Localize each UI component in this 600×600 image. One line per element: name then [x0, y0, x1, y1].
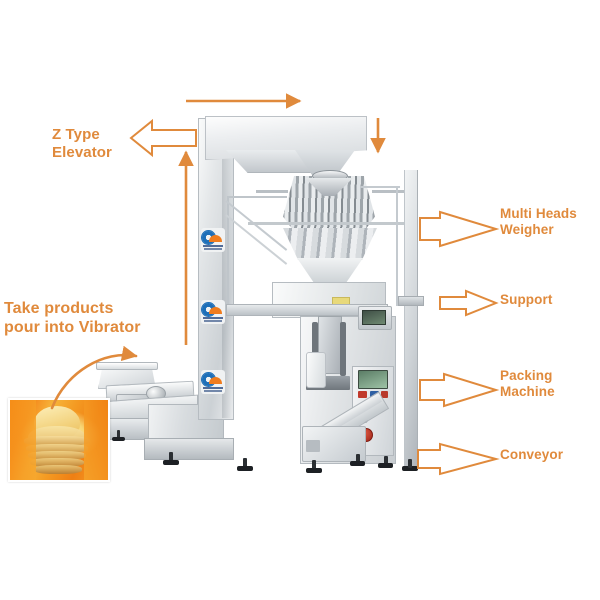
- label-take-products: Take products pour into Vibrator: [4, 300, 141, 336]
- elevator-base-plinth: [144, 438, 234, 460]
- conveyor-foot: [312, 460, 316, 470]
- packing-machine-arrow: [419, 372, 500, 408]
- machine-foot: [384, 456, 388, 465]
- label-support: Support: [500, 292, 553, 307]
- machine-foot: [117, 430, 120, 439]
- control-panel-screen: [358, 370, 388, 389]
- vertical-sealing-jaw: [312, 322, 318, 376]
- support-frame: [404, 170, 418, 470]
- machine-foot-pad: [112, 437, 125, 441]
- machine-foot-pad: [163, 460, 179, 465]
- label-conveyor: Conveyor: [500, 447, 564, 462]
- potato-chips-photo: [8, 398, 110, 482]
- machine-foot-pad: [237, 466, 253, 471]
- brand-logo: [201, 370, 225, 394]
- label-multi-heads-weigher: Multi Heads Weigher: [500, 206, 577, 237]
- weigher-rail-bar: [248, 222, 412, 225]
- elevator-column: [198, 118, 234, 420]
- output-conveyor-side: [306, 440, 320, 452]
- platform-railing-right: [396, 186, 398, 306]
- machine-foot: [356, 454, 360, 463]
- label-z-type-elevator: Z Type Elevator: [52, 126, 112, 161]
- machine-foot-pad: [350, 461, 365, 466]
- label-packing-machine: Packing Machine: [500, 368, 555, 399]
- brand-logo: [201, 228, 225, 252]
- platform-railing-right-top: [360, 186, 400, 188]
- machine-foot: [169, 452, 173, 462]
- control-button-red-2: [381, 391, 388, 398]
- platform-railing: [227, 196, 229, 306]
- take-products-arrow: [50, 345, 138, 410]
- multi-heads-weigher-arrow: [419, 210, 500, 248]
- brand-logo: [201, 300, 225, 324]
- upper-control-screen: [362, 310, 386, 325]
- platform-railing-top: [227, 196, 287, 198]
- weigher-support-arm-right: [372, 190, 406, 193]
- film-roll: [306, 352, 326, 388]
- machine-foot-pad: [378, 463, 393, 468]
- z-type-elevator-arrow: [129, 118, 197, 158]
- vertical-sealing-jaw-2: [340, 322, 346, 376]
- control-button-red: [358, 391, 367, 398]
- support-foot-stem: [408, 459, 412, 468]
- conveyor-arrow: [417, 442, 500, 476]
- vibrator-hopper-rim: [96, 362, 158, 370]
- conveyor-foot-pad: [306, 468, 322, 473]
- weigher-support-arm-left: [256, 190, 288, 193]
- weigher-hoppers: [283, 228, 377, 260]
- support-foot: [402, 466, 418, 471]
- support-arrow: [439, 289, 499, 317]
- support-frame-bracket: [398, 296, 424, 306]
- machine-foot: [243, 458, 247, 468]
